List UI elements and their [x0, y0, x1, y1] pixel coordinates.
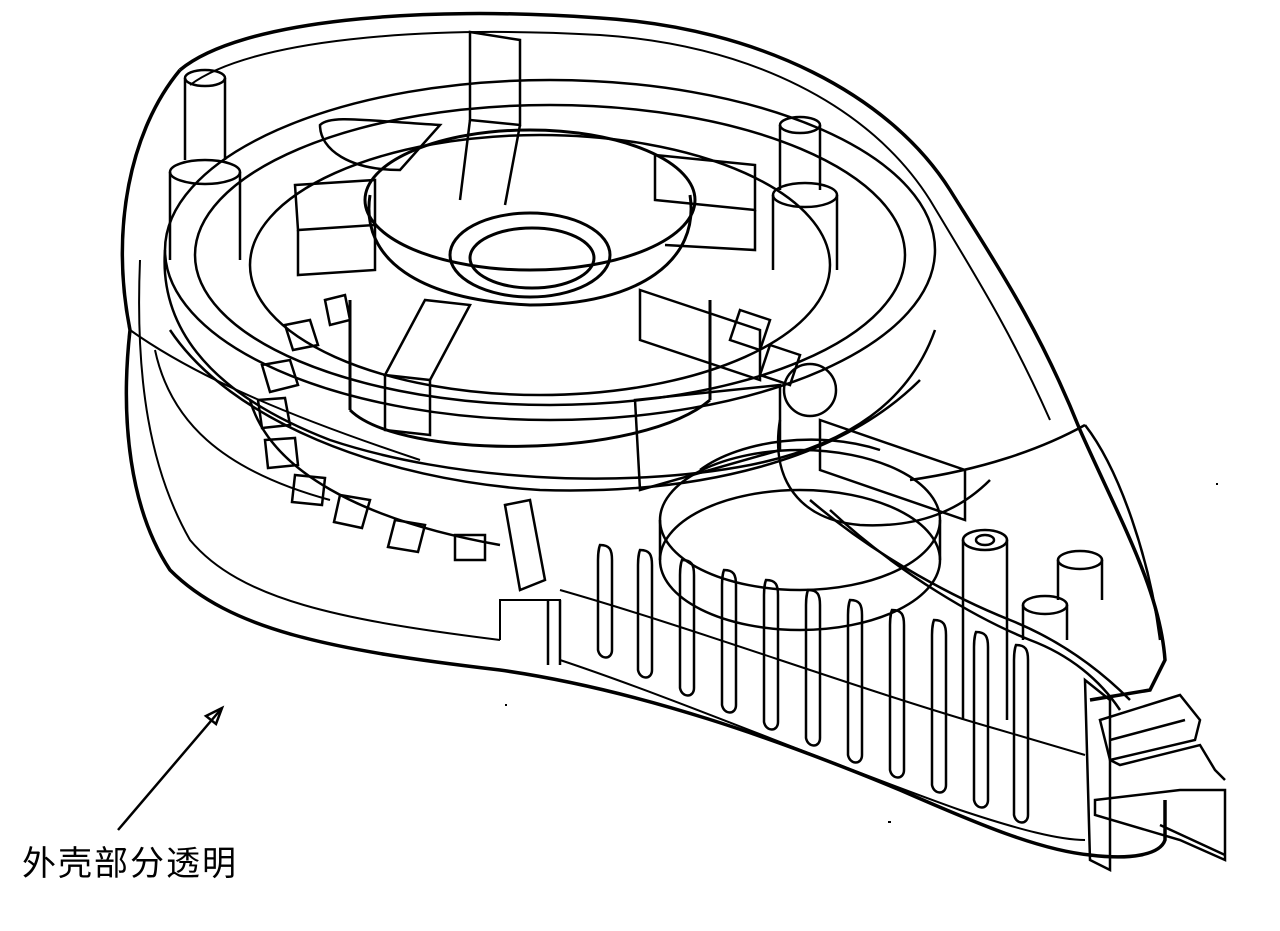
takeup-reel: [633, 362, 991, 632]
housing-outline: [120, 11, 1167, 859]
pointer-arrow: [117, 705, 225, 831]
supply-reel: [163, 78, 937, 492]
drive-gear: [248, 293, 802, 562]
scan-specks: [505, 483, 1218, 823]
housing-inner-shell: [129, 31, 1086, 841]
applicator-tip: [1083, 677, 1227, 873]
housing-posts: [168, 68, 1104, 720]
tape-path: [809, 423, 1162, 711]
reel-spokes: [293, 30, 762, 437]
figure-caption: 外壳部分透明: [22, 844, 238, 884]
ribbed-grip: [503, 498, 1030, 824]
